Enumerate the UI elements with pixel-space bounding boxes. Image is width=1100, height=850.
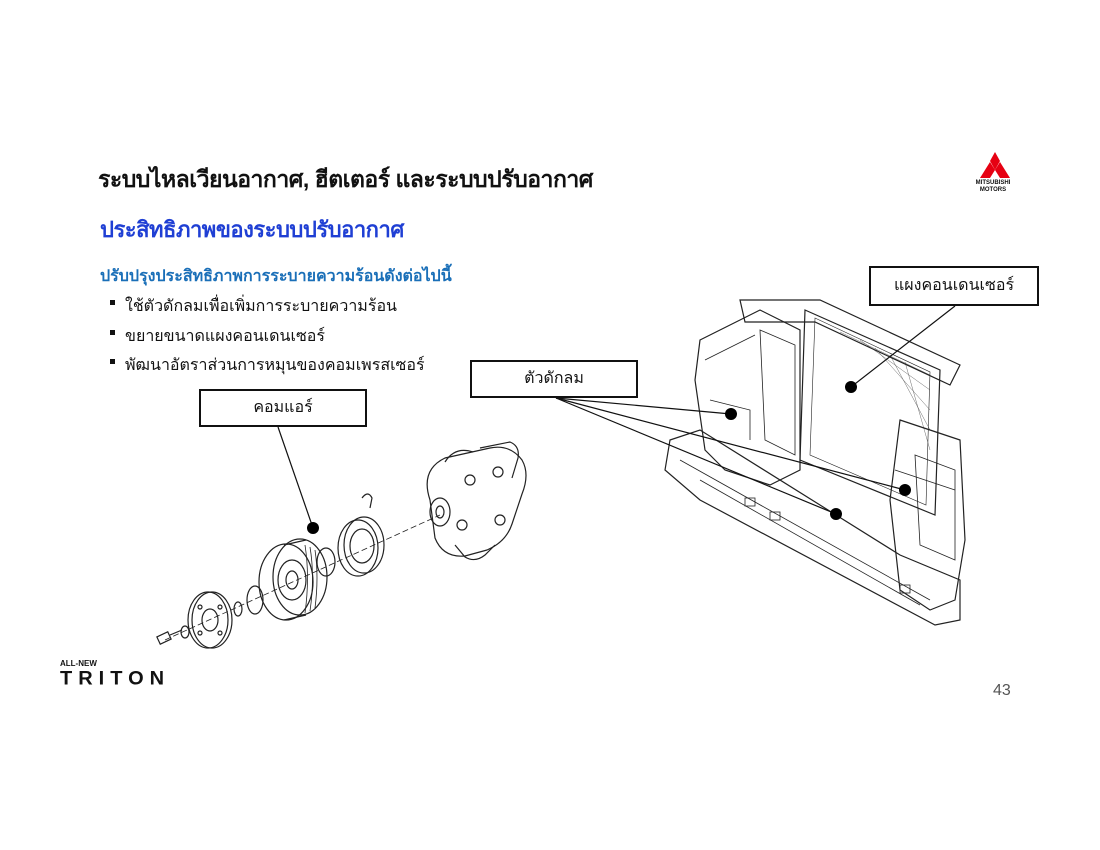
dot-shroud-right [899,484,911,496]
condenser-core [799,309,941,516]
mitsubishi-line2: MOTORS [979,187,1007,193]
model-tag: ALL-NEW [60,659,97,668]
lower-air-deflector [664,429,961,626]
leader-lines [277,305,956,529]
bullet-item: พัฒนาอัตราส่วนการหมุนของคอมเพรสเซอร์ [110,353,425,383]
leader-line-condenser [850,305,956,388]
callout-compressor-label: คอมแอร์ [199,389,367,427]
left-air-shroud [694,309,801,486]
callout-dots [307,381,911,534]
leader-line-compressor [277,426,314,529]
compressor-illustration [156,441,527,649]
condenser-assembly-illustration [664,299,966,626]
leader-line-shroud-right [555,397,906,491]
callout-condenser-label: แผงคอนเดนเซอร์ [869,266,1039,306]
page-number: 43 [993,682,1011,699]
washer-part [180,625,190,639]
section-heading: ปรับปรุงประสิทธิภาพการระบายความร้อนดังต่… [100,268,452,285]
right-air-shroud [889,419,966,611]
o-ring-part [316,547,336,577]
bullet-text: ใช้ตัวดักลมเพื่อเพิ่มการระบายความร้อน [125,298,397,315]
front-plate-part [187,591,233,649]
bullet-text: ขยายขนาดแผงคอนเดนเซอร์ [125,327,325,345]
slide-subtitle: ประสิทธิภาพของระบบปรับอากาศ [100,217,404,242]
dot-condenser [845,381,857,393]
bullet-text: พัฒนาอัตราส่วนการหมุนของคอมเพรสเซอร์ [125,357,425,374]
bullet-list: ใช้ตัวดักลมเพื่อเพิ่มการระบายความร้อน ขย… [110,294,425,383]
callout-air-shroud-label: ตัวดักลม [470,360,638,398]
dot-shroud-left [725,408,737,420]
leader-line-shroud-left [555,397,732,415]
mitsubishi-line1: MITSUBISHI [975,180,1011,186]
mitsubishi-wordmark: MITSUBISHI MOTORS [966,180,1020,194]
condenser-fins [839,331,931,451]
bullet-square-icon [110,329,115,335]
bullet-square-icon [110,300,115,306]
dot-compressor [307,522,319,534]
shim-part [233,601,243,617]
snap-ring-part [246,585,264,615]
compressor-body-part [426,441,527,561]
bolt-part [156,629,183,645]
bullet-item: ใช้ตัวดักลมเพื่อเพิ่มการระบายความร้อน [110,294,425,324]
pulley-part [258,538,328,621]
bullet-square-icon [110,359,115,365]
bullet-item: ขยายขนาดแผงคอนเดนเซอร์ [110,324,425,354]
mitsubishi-logo-icon [980,152,1010,178]
clutch-coil-part [337,493,385,577]
slide-title: ระบบไหลเวียนอากาศ, ฮีตเตอร์ และระบบปรับอ… [98,166,593,192]
leader-line-shroud-lower [555,397,837,515]
triton-logo: TRITON [60,668,171,690]
dot-shroud-lower [830,508,842,520]
